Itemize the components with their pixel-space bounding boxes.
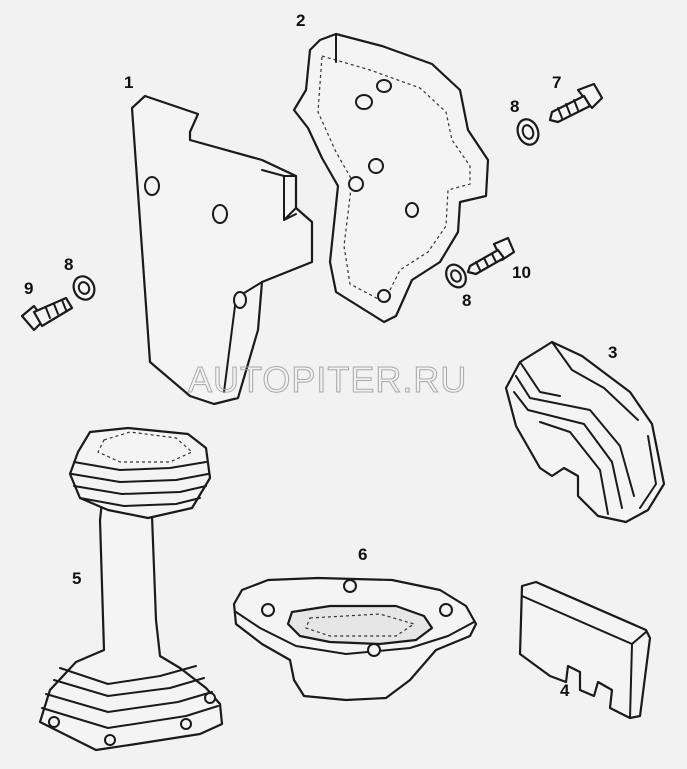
label-part-1: 1 <box>124 73 133 92</box>
part-10-screw <box>466 236 516 276</box>
watermark: AUTOPITER.RU <box>188 359 467 400</box>
label-part-10: 10 <box>512 263 531 282</box>
part-3-boot-block <box>504 340 666 524</box>
label-part-6: 6 <box>358 545 367 564</box>
part-1-side-panel <box>130 94 314 406</box>
label-part-4: 4 <box>560 681 570 700</box>
part-8-washer-left <box>72 275 96 301</box>
part-8-washer-top <box>516 118 540 146</box>
part-8-washer-bottom <box>445 263 467 289</box>
label-part-8-bottom: 8 <box>462 291 471 310</box>
label-part-8-left: 8 <box>64 255 73 274</box>
part-5-shift-boot <box>38 426 224 752</box>
part-9-bolt <box>20 296 74 332</box>
label-part-3: 3 <box>608 343 617 362</box>
part-7-screw <box>548 82 604 124</box>
label-part-7: 7 <box>552 73 561 92</box>
part-6-mounting-plate <box>232 576 478 702</box>
label-part-9: 9 <box>24 279 33 298</box>
label-part-2: 2 <box>296 11 305 30</box>
label-part-8-top: 8 <box>510 97 519 116</box>
label-part-5: 5 <box>72 569 81 588</box>
part-2-backing-plate <box>292 32 490 324</box>
part-4-slotted-block <box>518 580 652 720</box>
